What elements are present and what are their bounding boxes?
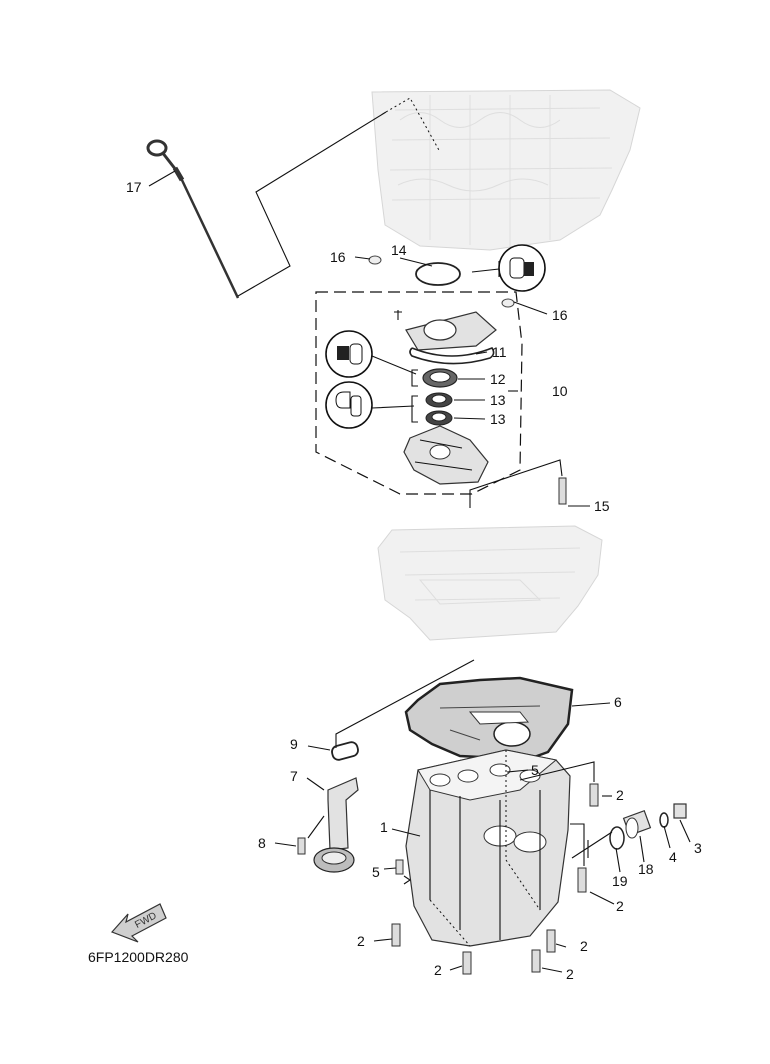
bolt-5 <box>395 859 404 875</box>
callout-19: 19 <box>612 873 628 889</box>
diagram-code: 6FP1200DR280 <box>88 949 189 965</box>
callout-4: 4 <box>669 849 677 865</box>
oil-strainer-7 <box>307 777 359 873</box>
callout-14: 14 <box>391 242 407 258</box>
gasket-6 <box>404 676 574 762</box>
oil-pump-assembly-boundary <box>315 291 523 495</box>
callout-10: 10 <box>552 383 568 399</box>
leader-lines <box>148 170 691 973</box>
o-ring-4 <box>659 812 669 828</box>
upper-casing-ghost <box>377 525 603 641</box>
callout-2-a: 2 <box>616 787 624 803</box>
callout-1: 1 <box>380 819 388 835</box>
pin-16-right <box>501 298 515 308</box>
o-ring-11 <box>409 347 495 365</box>
oil-seal-13-upper <box>425 392 453 408</box>
callout-13-lower: 13 <box>490 411 506 427</box>
drain-plug-3 <box>673 803 687 819</box>
bolts-2 <box>391 783 599 975</box>
pump-body <box>403 425 489 485</box>
oil-seal-12 <box>422 368 458 388</box>
gasket-14 <box>415 262 461 286</box>
callout-16-left: 16 <box>330 249 346 265</box>
callout-6: 6 <box>614 694 622 710</box>
callout-9: 9 <box>290 736 298 752</box>
gasket-9 <box>331 741 359 761</box>
callout-8: 8 <box>258 835 266 851</box>
callout-2-b: 2 <box>616 898 624 914</box>
grease-badge-icon-lower <box>325 381 373 429</box>
callout-5-lower: 5 <box>372 864 380 880</box>
fwd-arrow-icon: FWD <box>110 903 167 943</box>
drain-sleeve-18 <box>622 810 652 839</box>
callout-3: 3 <box>694 840 702 856</box>
callout-12: 12 <box>490 371 506 387</box>
oil-pan-1 <box>405 749 571 947</box>
grease-badge-icon-upper <box>325 330 373 378</box>
callout-2-c: 2 <box>357 933 365 949</box>
engine-block-ghost <box>371 89 641 251</box>
callout-16-right: 16 <box>552 307 568 323</box>
callout-13-upper: 13 <box>490 392 506 408</box>
bolt-8 <box>297 837 306 855</box>
callout-7: 7 <box>290 768 298 784</box>
callout-labels: 17 16 14 16 11 12 10 13 13 15 6 9 5 7 1 … <box>126 179 702 982</box>
sealant-badge-icon <box>498 244 546 292</box>
dipstick <box>146 97 441 299</box>
leader-gasket-to-casing <box>335 659 475 748</box>
gasket-19 <box>609 826 625 850</box>
callout-15: 15 <box>594 498 610 514</box>
callout-17: 17 <box>126 179 142 195</box>
callout-2-e: 2 <box>580 938 588 954</box>
oil-seal-13-lower <box>425 410 453 426</box>
pump-cover <box>394 310 497 351</box>
callout-5-upper: 5 <box>531 762 539 778</box>
callout-18: 18 <box>638 861 654 877</box>
pin-16-left <box>368 255 382 265</box>
callout-2-d: 2 <box>434 962 442 978</box>
bolt-15 <box>558 477 567 505</box>
callout-2-f: 2 <box>566 966 574 982</box>
callout-11: 11 <box>492 344 507 360</box>
